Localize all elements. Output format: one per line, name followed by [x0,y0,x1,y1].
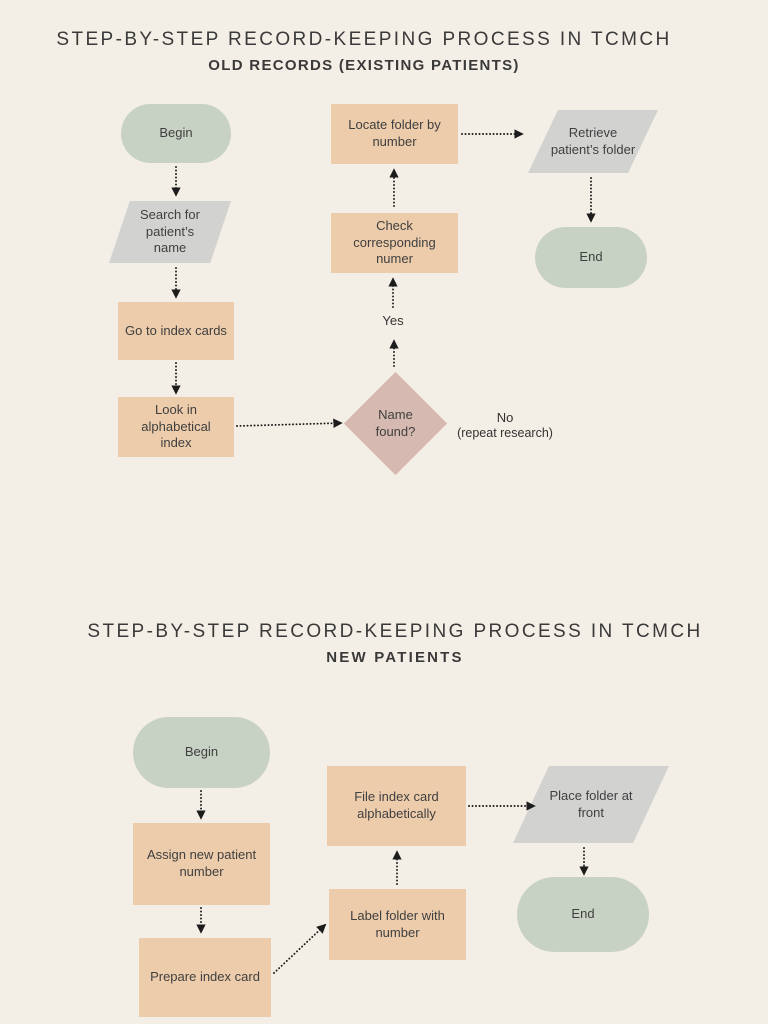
node-label: File index card alphabetically [354,789,439,821]
node-check-corresponding-number: Check corresponding numer [331,213,458,273]
node-label: Check corresponding numer [353,217,436,267]
no-label: No [496,410,514,425]
new-patients-subtitle: NEW PATIENTS [326,649,464,666]
node-locate-folder-by-number: Locate folder by number [331,104,458,164]
node-label: Look in alphabetical index [141,401,211,451]
node-end-old: End [535,227,647,288]
node-label: Begin [159,125,193,141]
node-begin-new: Begin [133,717,270,788]
old-records-header: STEP-BY-STEP RECORD-KEEPING PROCESS IN T… [0,29,728,74]
node-label: End [571,906,595,922]
node-label: Search for patient’s name [140,206,200,256]
node-begin-old: Begin [121,104,231,163]
node-label: Label folder with number [350,907,445,940]
node-search-patient-name: Search for patient’s name [109,201,231,263]
node-label: Retrieve patient’s folder [550,124,636,157]
node-go-to-index-cards: Go to index cards [118,302,234,360]
node-label: End [579,249,603,265]
arrow-alphabetical-to-decision [236,418,343,428]
yes-branch-label: Yes [382,313,404,328]
node-end-new: End [517,877,649,952]
node-label: Name found? [375,406,416,439]
new-patients-header: STEP-BY-STEP RECORD-KEEPING PROCESS IN T… [22,621,768,666]
old-records-title: STEP-BY-STEP RECORD-KEEPING PROCESS IN T… [56,29,672,50]
node-label: Assign new patient number [146,847,257,879]
node-look-alphabetical-index: Look in alphabetical index [118,397,234,457]
node-label: Go to index cards [125,322,227,338]
node-label: Begin [184,744,219,760]
node-name-found-decision: Name found? [343,371,448,476]
no-note: (repeat research) [457,426,553,440]
node-file-index-card: File index card alphabetically [327,766,466,846]
node-label: Prepare index card [150,969,260,985]
node-label: Place folder at front [549,787,633,820]
old-records-subtitle: OLD RECORDS (EXISTING PATIENTS) [208,57,520,74]
node-prepare-index-card: Prepare index card [139,938,271,1017]
node-retrieve-patient-folder: Retrieve patient’s folder [528,110,658,173]
no-branch-label: No (repeat research) [445,410,565,440]
node-label-folder-with-number: Label folder with number [329,889,466,960]
node-place-folder-at-front: Place folder at front [513,766,669,843]
new-patients-title: STEP-BY-STEP RECORD-KEEPING PROCESS IN T… [87,621,703,642]
node-label: Locate folder by number [348,117,441,149]
node-assign-patient-number: Assign new patient number [133,823,270,905]
arrow-prepare-to-label-folder [273,923,327,974]
